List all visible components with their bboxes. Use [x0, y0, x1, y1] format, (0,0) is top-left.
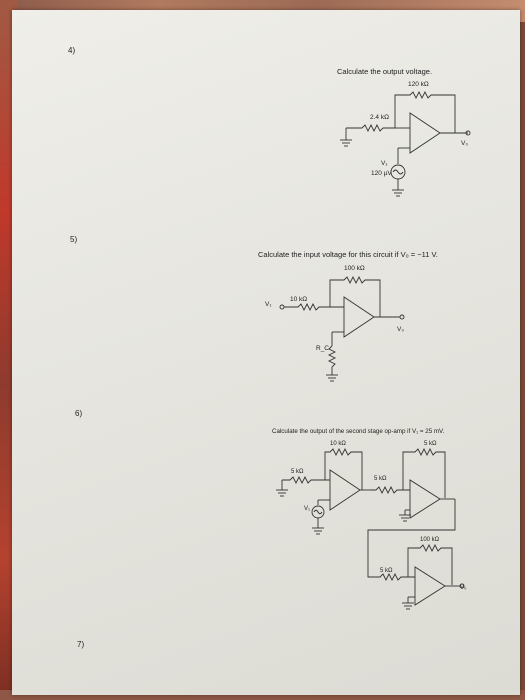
q6-source-label: V₁: [304, 506, 311, 512]
q6-input3-resistor: [375, 572, 415, 582]
q5-compensation-resistor: [327, 345, 337, 375]
q6-input1-resistor-label: 5 kΩ: [291, 469, 304, 475]
q6-feedback2-resistor-label: 5 kΩ: [424, 441, 437, 447]
q5-output-label: V₀: [397, 326, 405, 333]
question-5-number: 5): [70, 235, 78, 244]
q6-opamp2-triangle: [409, 479, 441, 519]
q5-input-resistor: [284, 302, 344, 312]
question-7-number: 7): [77, 640, 85, 649]
q4-source-value-label: 120 µV: [371, 170, 392, 177]
q6-input2-resistor: [370, 485, 410, 495]
question-5-prompt: Calculate the input voltage for this cir…: [258, 250, 438, 259]
q6-opamp3-triangle: [414, 566, 446, 606]
q5-feedback-resistor-label: 100 kΩ: [344, 265, 365, 272]
q4-input-resistor-label: 2.4 kΩ: [370, 114, 389, 121]
q6-input1-resistor: [282, 475, 330, 485]
worksheet-paper: [12, 10, 520, 695]
q6-opamp1-triangle: [329, 469, 361, 511]
question-4-prompt: Calculate the output voltage.: [337, 67, 433, 76]
question-6-prompt: Calculate the output of the second stage…: [272, 428, 445, 435]
q6-feedback3-wire: [407, 543, 453, 585]
q6-input3-resistor-label: 5 kΩ: [380, 568, 393, 574]
q4-source-label: V₁: [381, 160, 388, 167]
q5-compensation-resistor-label: R_C: [316, 345, 330, 352]
q5-input-resistor-label: 10 kΩ: [290, 296, 308, 303]
q4-opamp-triangle: [409, 112, 441, 154]
carpet-background-bottom: [0, 690, 525, 700]
q5-input-label: V₁: [265, 301, 272, 308]
q4-output-label: V₀: [461, 140, 469, 147]
q6-feedback2-wire: [402, 447, 446, 498]
q4-feedback-wire: [394, 90, 456, 133]
q5-feedback-wire: [329, 275, 381, 317]
q6-feedback3-resistor-label: 100 kΩ: [420, 537, 440, 543]
q6-feedback1-wire: [324, 447, 363, 490]
q4-input-resistor: [346, 123, 395, 133]
question-6-number: 6): [75, 409, 83, 418]
q4-feedback-resistor-label: 120 kΩ: [408, 81, 429, 88]
q6-input2-resistor-label: 5 kΩ: [374, 476, 387, 482]
question-4-number: 4): [68, 46, 76, 55]
q6-feedback1-resistor-label: 10 kΩ: [330, 441, 346, 447]
q5-opamp-triangle: [343, 296, 375, 338]
